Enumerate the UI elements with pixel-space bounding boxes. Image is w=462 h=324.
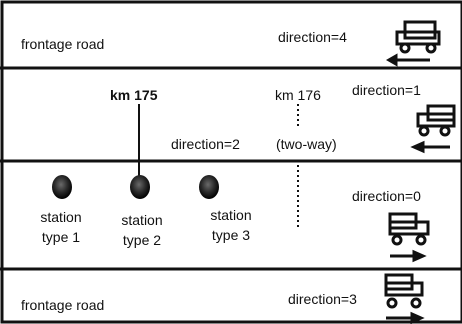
station-type2-line2: type 2 <box>122 232 162 248</box>
frontage-road-bottom-label: frontage road <box>21 297 105 313</box>
vehicle-direction-0-icon <box>388 212 430 263</box>
two-way-label: (two-way) <box>276 136 337 152</box>
vehicle-direction-3-icon <box>384 273 425 324</box>
station-type2-line1: station <box>121 212 163 228</box>
station-type3-dot <box>199 175 219 199</box>
direction-2-label: direction=2 <box>171 136 240 152</box>
station-type3-line2: type 3 <box>211 227 251 243</box>
vehicle-direction-1-icon <box>410 104 456 154</box>
direction-1-label: direction=1 <box>352 82 421 98</box>
station-type1-dot <box>52 175 72 199</box>
station-type2-dot <box>130 175 150 199</box>
km176-label: km 176 <box>275 87 321 103</box>
km175-label: km 175 <box>110 87 158 103</box>
vehicle-direction-4-icon <box>385 20 441 67</box>
station-type3-line1: station <box>210 207 252 223</box>
station-type1-line2: type 1 <box>41 229 81 245</box>
direction-3-label: direction=3 <box>288 291 357 307</box>
station-type1-line1: station <box>40 209 82 225</box>
direction-4-label: direction=4 <box>278 29 347 45</box>
frontage-road-top-label: frontage road <box>21 36 105 52</box>
direction-0-label: direction=0 <box>352 188 421 204</box>
